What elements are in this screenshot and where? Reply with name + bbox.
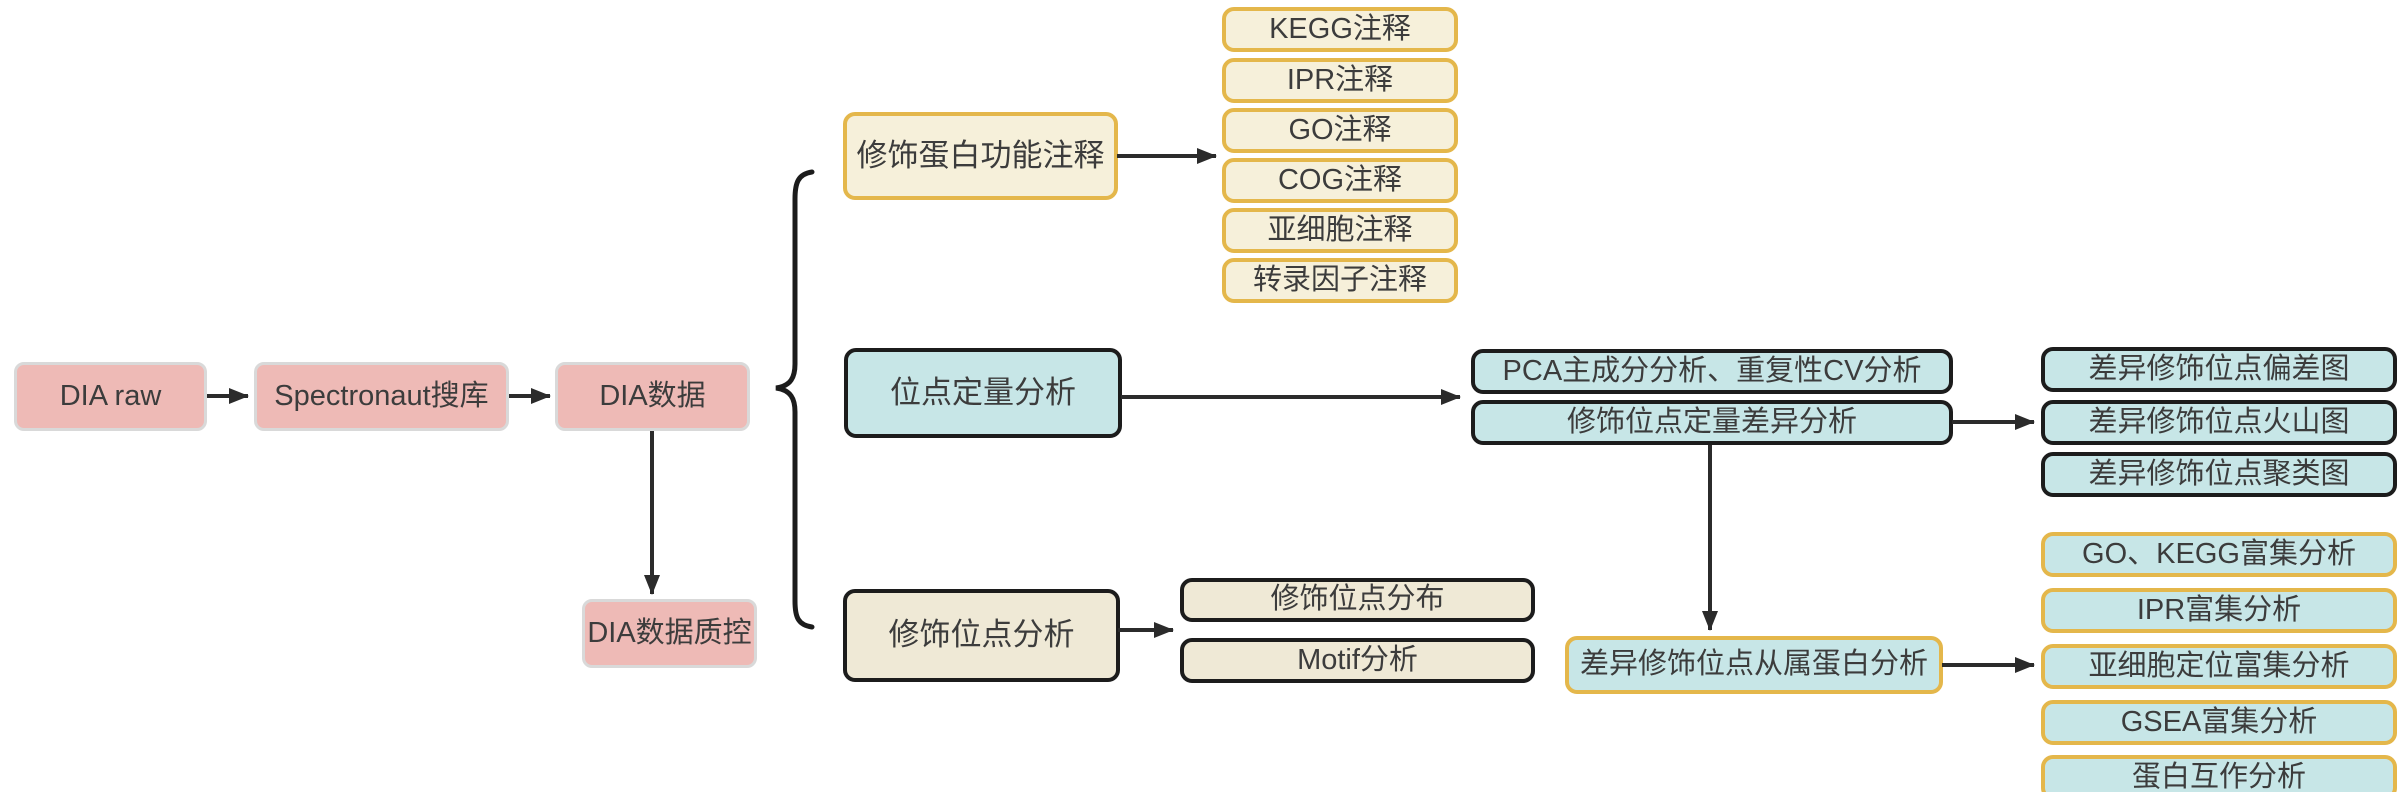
node-site-analysis: 修饰位点分析: [843, 589, 1120, 682]
node-dia-data-qc: DIA数据质控: [582, 599, 757, 668]
node-subcellular-enrichment: 亚细胞定位富集分析: [2041, 644, 2397, 689]
node-gsea-enrichment: GSEA富集分析: [2041, 700, 2397, 745]
node-cog-annotation: COG注释: [1222, 158, 1458, 203]
node-spectronaut-search: Spectronaut搜库: [254, 362, 509, 431]
node-motif-analysis: Motif分析: [1180, 638, 1535, 683]
node-diff-cluster-plot: 差异修饰位点聚类图: [2041, 452, 2397, 497]
node-go-annotation: GO注释: [1222, 108, 1458, 153]
node-diff-parent-protein-analysis: 差异修饰位点从属蛋白分析: [1565, 636, 1943, 694]
node-dia-data: DIA数据: [555, 362, 750, 431]
node-site-distribution: 修饰位点分布: [1180, 578, 1535, 622]
node-site-quantification: 位点定量分析: [844, 348, 1122, 438]
curly-brace: [775, 169, 815, 630]
node-diff-deviation-plot: 差异修饰位点偏差图: [2041, 347, 2397, 392]
node-site-diff-analysis: 修饰位点定量差异分析: [1471, 400, 1953, 445]
node-kegg-annotation: KEGG注释: [1222, 7, 1458, 52]
node-pca-cv-analysis: PCA主成分分析、重复性CV分析: [1471, 349, 1953, 394]
node-ipr-enrichment: IPR富集分析: [2041, 588, 2397, 633]
node-diff-volcano-plot: 差异修饰位点火山图: [2041, 400, 2397, 445]
node-subcellular-annotation: 亚细胞注释: [1222, 208, 1458, 253]
node-tf-annotation: 转录因子注释: [1222, 258, 1458, 303]
node-dia-raw: DIA raw: [14, 362, 207, 431]
node-protein-annotation: 修饰蛋白功能注释: [843, 112, 1118, 200]
node-go-kegg-enrichment: GO、KEGG富集分析: [2041, 532, 2397, 577]
node-ipr-annotation: IPR注释: [1222, 58, 1458, 103]
node-ppi-analysis: 蛋白互作分析: [2041, 755, 2397, 792]
